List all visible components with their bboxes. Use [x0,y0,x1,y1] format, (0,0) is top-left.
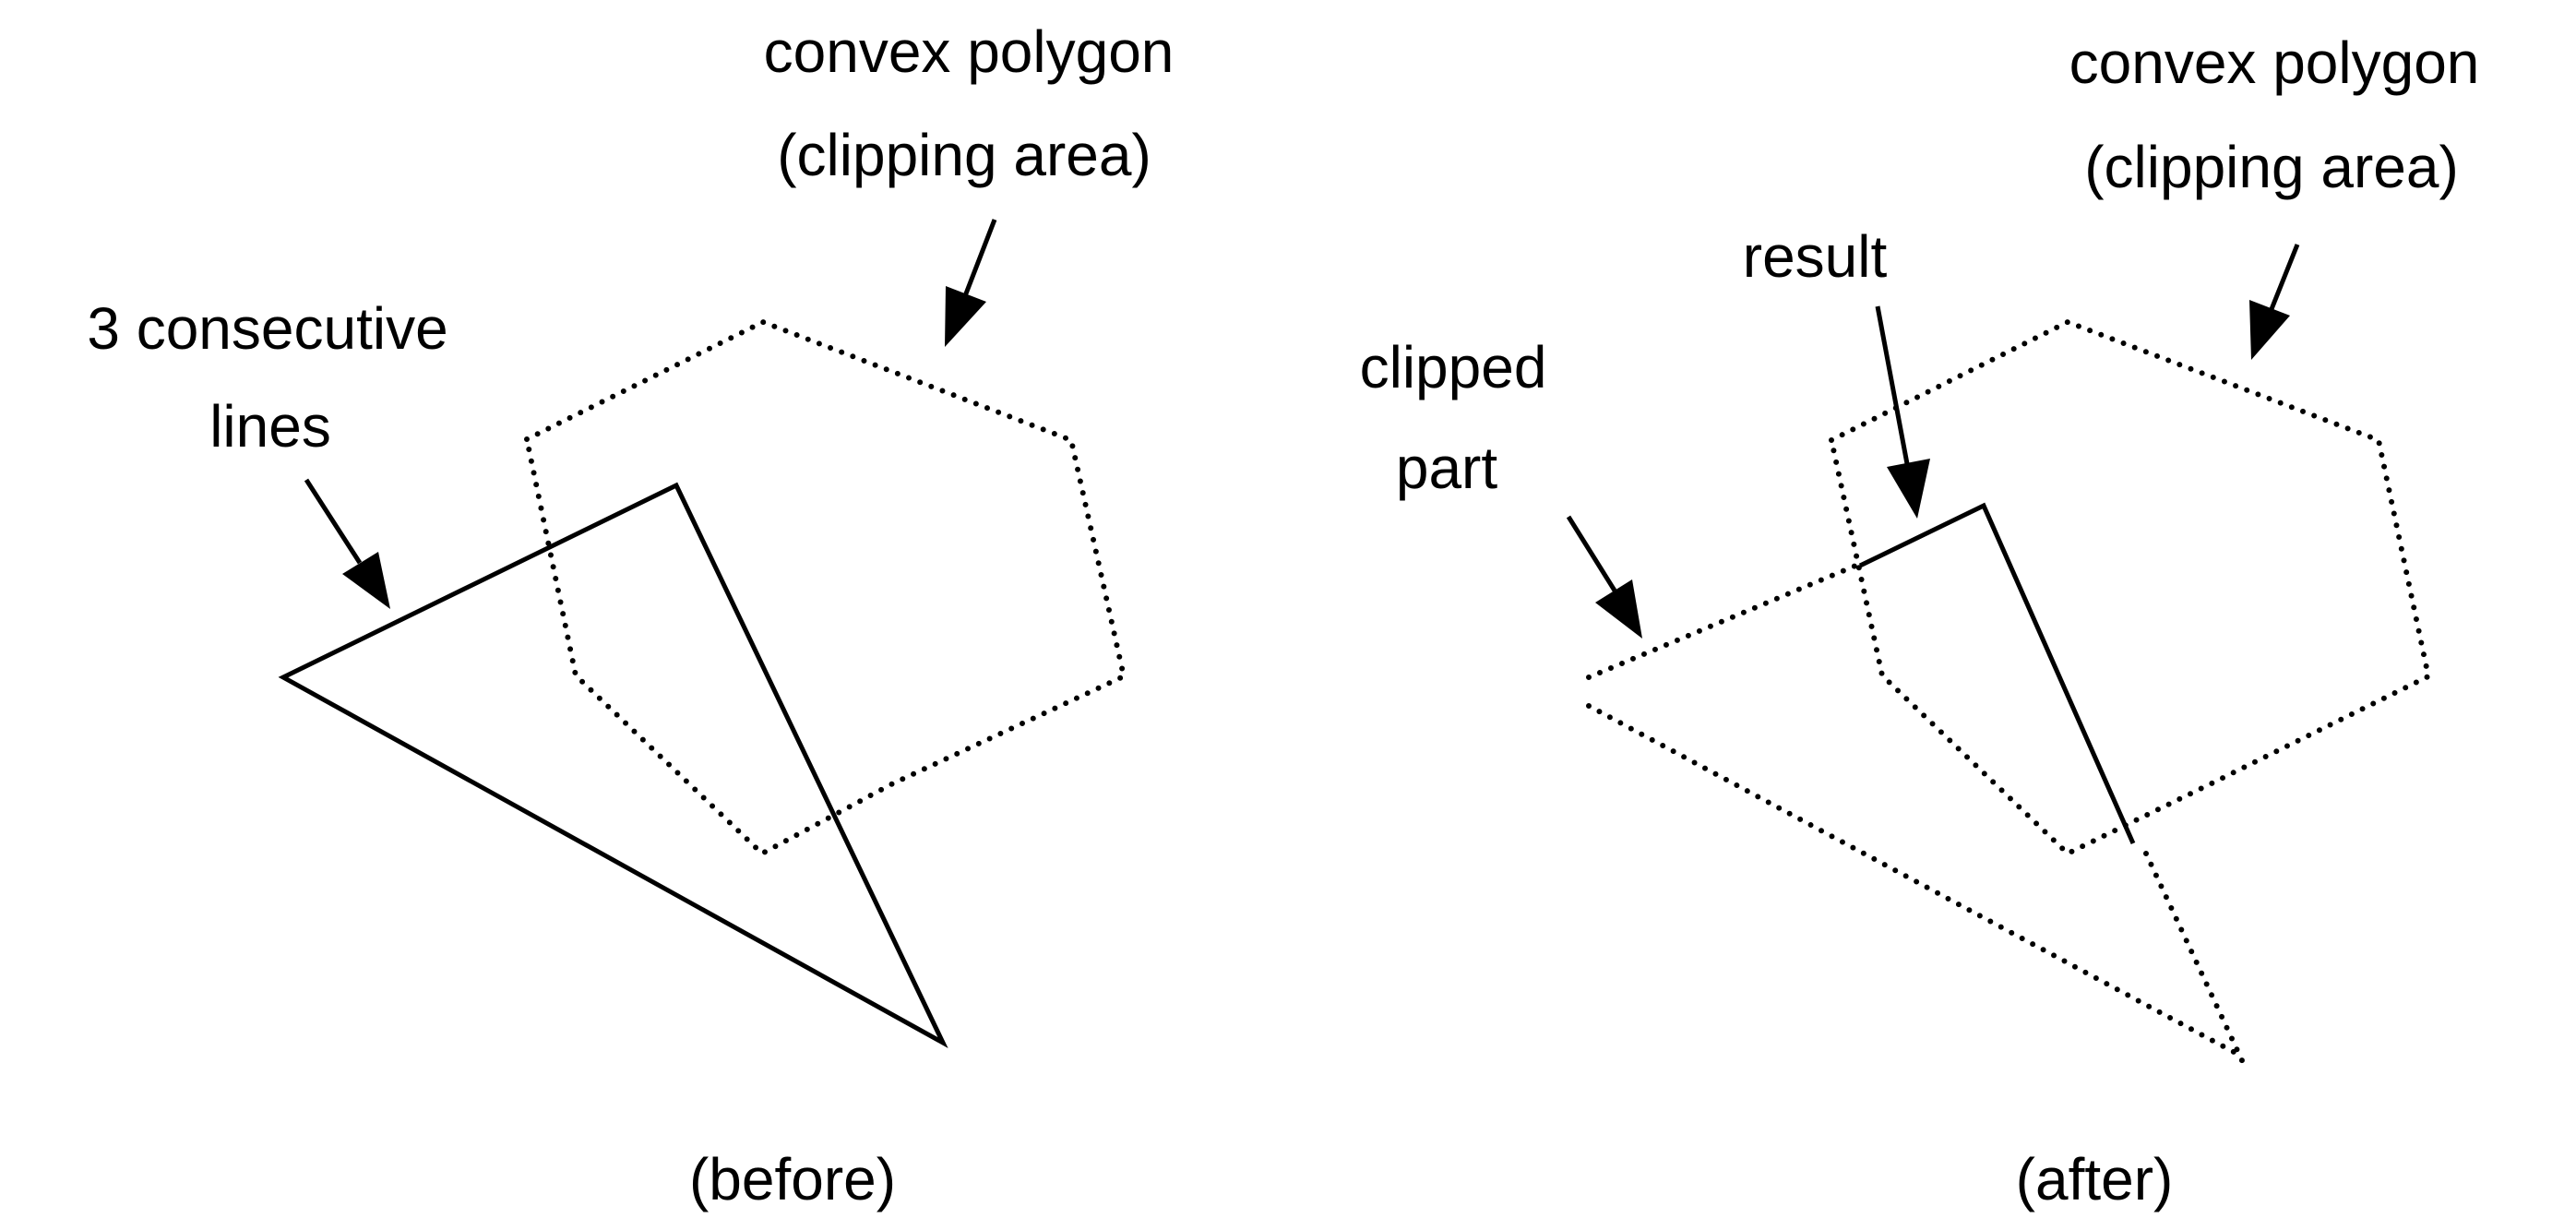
after-clip-label-line2: (clipping area) [2084,134,2459,200]
before-clipping-polygon [523,318,1127,857]
after-clip-label-line1: convex polygon [2069,30,2480,96]
after-result-arrow [1875,305,1930,519]
after-clipped-label-line1: clipped [1360,334,1547,400]
after-clipped-arrow [1566,515,1642,639]
before-caption: (before) [689,1146,896,1212]
after-result-label: result [1743,223,1888,290]
after-clip-arrow [2249,244,2300,360]
after-clipping-polygon [1828,318,2432,857]
before-panel: convex polygon (clipping area) 3 consecu… [87,18,1174,1212]
after-caption: (after) [2016,1146,2174,1212]
after-clipped-label-line2: part [1396,435,1498,501]
before-consecutive-lines [278,482,948,1048]
after-result-lines [1858,502,2136,845]
before-clip-arrow [945,219,997,347]
before-clip-label-line2: (clipping area) [777,122,1151,188]
before-clip-label-line1: convex polygon [764,18,1175,85]
before-lines-label-line1: 3 consecutive [87,295,447,362]
after-clipped-lines [1586,561,2249,1073]
before-lines-arrow [304,478,390,609]
before-lines-label-line2: lines [209,393,331,460]
after-panel: convex polygon (clipping area) result cl… [1360,30,2480,1212]
